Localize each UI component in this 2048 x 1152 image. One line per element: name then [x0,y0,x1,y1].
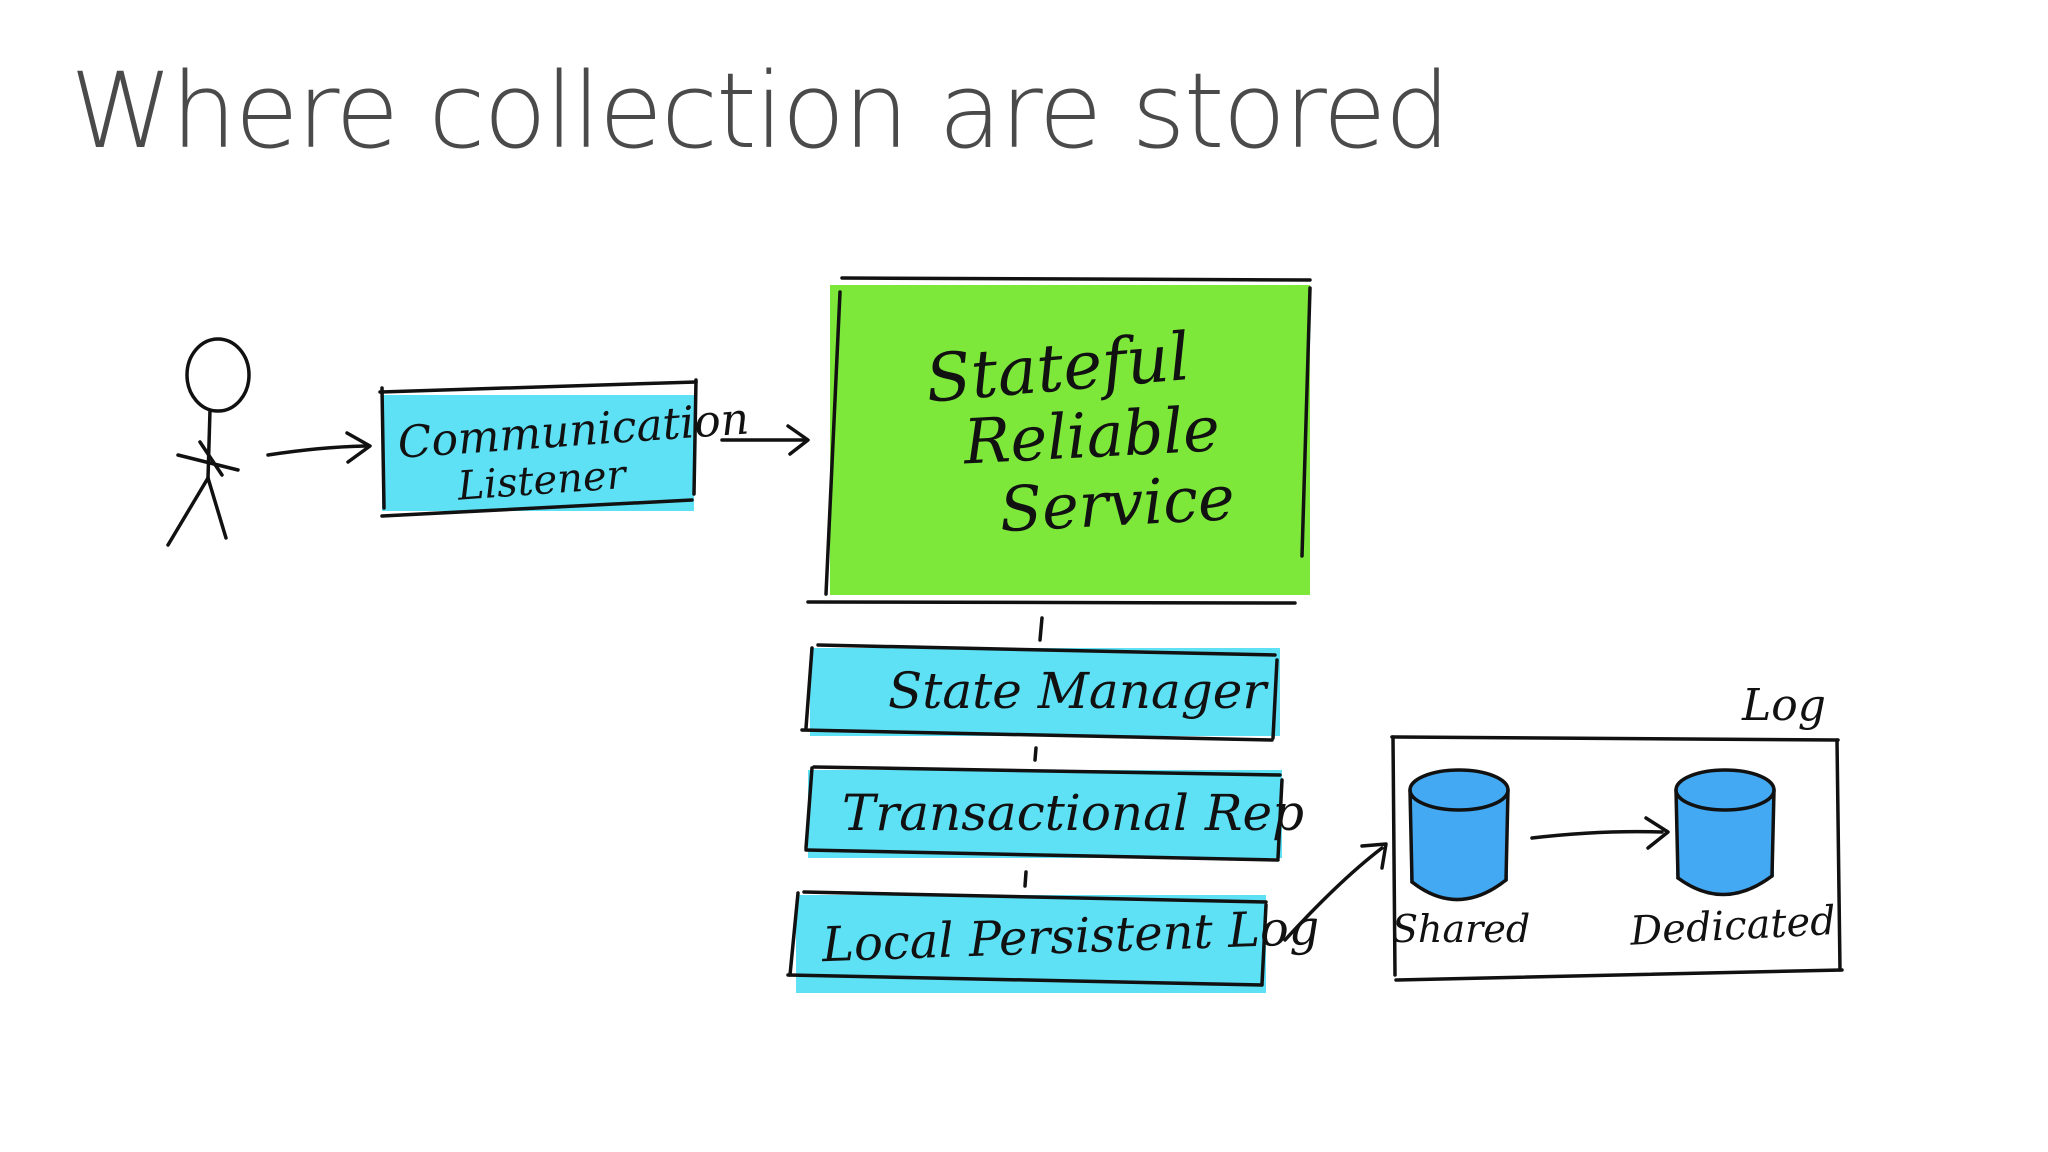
transactional-rep-label: Transactional Rep [842,784,1304,842]
arrow-icon [268,433,370,462]
dedicated-label: Dedicated [1628,898,1837,955]
connector-line [1035,748,1036,760]
transactional-rep-box: Transactional Rep [806,767,1304,860]
database-cylinder-icon: Dedicated [1628,770,1837,955]
communication-listener-box: Communication Listener [380,380,751,516]
connector-line [1025,872,1026,886]
local-persistent-log-box: Local Persistent Log [788,892,1320,993]
arrow-icon [1285,844,1386,940]
state-manager-label: State Manager [888,662,1269,720]
log-label: Log [1741,680,1826,731]
stick-figure-icon [168,339,249,545]
state-manager-box: State Manager [802,645,1280,740]
connector-line [1040,618,1042,640]
database-cylinder-icon: Shared [1392,770,1530,951]
service-line3: Service [998,461,1237,546]
stateful-reliable-service-box: Stateful Reliable Service [808,278,1310,603]
arrow-icon [1532,818,1668,848]
shared-label: Shared [1392,907,1530,951]
